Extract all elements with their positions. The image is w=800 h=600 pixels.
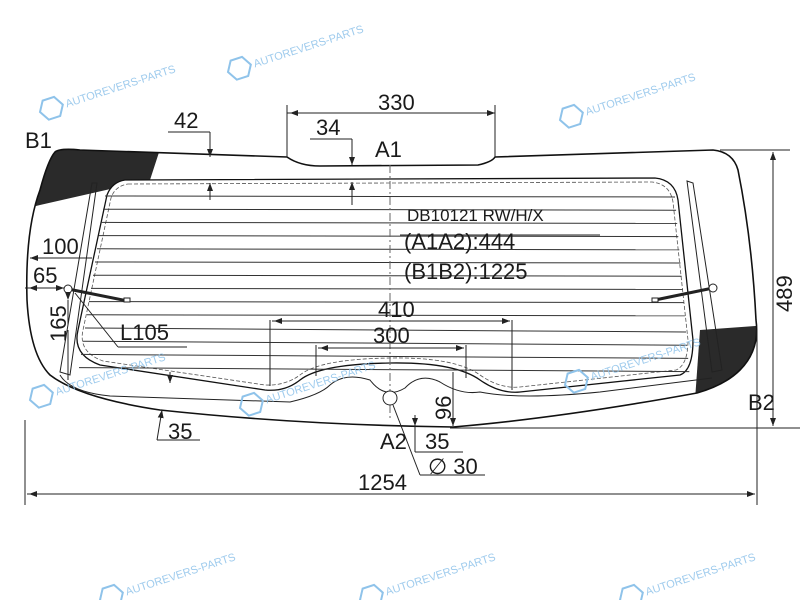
watermark-logo: AUTOREVERS-PARTS <box>358 551 497 600</box>
dim-489: 489 <box>772 275 797 312</box>
heater-line <box>94 261 681 264</box>
measure-b1b2: (B1B2):1225 <box>404 259 528 284</box>
part-code: DB10121 RW/H/X <box>407 206 544 225</box>
glass-outline <box>25 148 758 428</box>
heater-line <box>88 301 684 304</box>
svg-text:AUTOREVERS-PARTS: AUTOREVERS-PARTS <box>252 23 365 70</box>
dim-100: 100 <box>42 234 79 259</box>
dim-35-center: 35 <box>425 429 449 454</box>
mounting-hole <box>382 390 398 406</box>
dim-34: 34 <box>316 115 340 140</box>
heater-line <box>82 340 688 346</box>
left-busbar <box>59 182 98 376</box>
svg-text:AUTOREVERS-PARTS: AUTOREVERS-PARTS <box>644 551 757 598</box>
dim-65: 65 <box>33 263 57 288</box>
heater-line <box>80 353 689 359</box>
svg-text:AUTOREVERS-PARTS: AUTOREVERS-PARTS <box>584 71 697 118</box>
dim-96: 96 <box>431 396 456 420</box>
right-wiper <box>651 283 718 303</box>
heater-line <box>90 287 683 290</box>
watermark-logo: AUTOREVERS-PARTS <box>558 71 697 129</box>
heater-line <box>78 367 690 373</box>
point-b1-label: B1 <box>25 128 52 153</box>
dim-410: 410 <box>378 297 415 322</box>
dim-wiper-length: L105 <box>120 320 169 345</box>
heater-line <box>98 235 679 238</box>
heater-grid-lines <box>78 195 690 373</box>
heater-line <box>104 195 676 198</box>
svg-text:AUTOREVERS-PARTS: AUTOREVERS-PARTS <box>64 63 177 110</box>
heater-line <box>92 274 682 277</box>
watermark-logo: AUTOREVERS-PARTS <box>98 551 237 600</box>
right-busbar <box>686 180 723 373</box>
dim-35-left: 35 <box>168 419 192 444</box>
dim-300: 300 <box>373 323 410 348</box>
dim-42: 42 <box>174 108 198 133</box>
heater-line <box>86 314 685 317</box>
point-a2-label: A2 <box>380 429 407 454</box>
point-a1-label: A1 <box>375 137 402 162</box>
watermark-logo: AUTOREVERS-PARTS <box>38 63 177 121</box>
heater-line <box>100 221 678 224</box>
dimension-lines <box>24 105 800 505</box>
dim-165: 165 <box>46 305 71 342</box>
watermark-logo: AUTOREVERS-PARTS <box>618 551 757 600</box>
point-b2-label: B2 <box>748 390 775 415</box>
dim-330: 330 <box>378 90 415 115</box>
watermark-logo: AUTOREVERS-PARTS <box>226 23 365 81</box>
heater-line <box>84 327 687 333</box>
dim-hole-diameter: ∅ 30 <box>428 454 478 479</box>
svg-text:AUTOREVERS-PARTS: AUTOREVERS-PARTS <box>384 551 497 598</box>
measure-a1a2: (A1A2):444 <box>404 229 515 254</box>
dim-1254: 1254 <box>358 470 407 495</box>
heater-line <box>96 248 680 251</box>
svg-text:AUTOREVERS-PARTS: AUTOREVERS-PARTS <box>124 551 237 598</box>
